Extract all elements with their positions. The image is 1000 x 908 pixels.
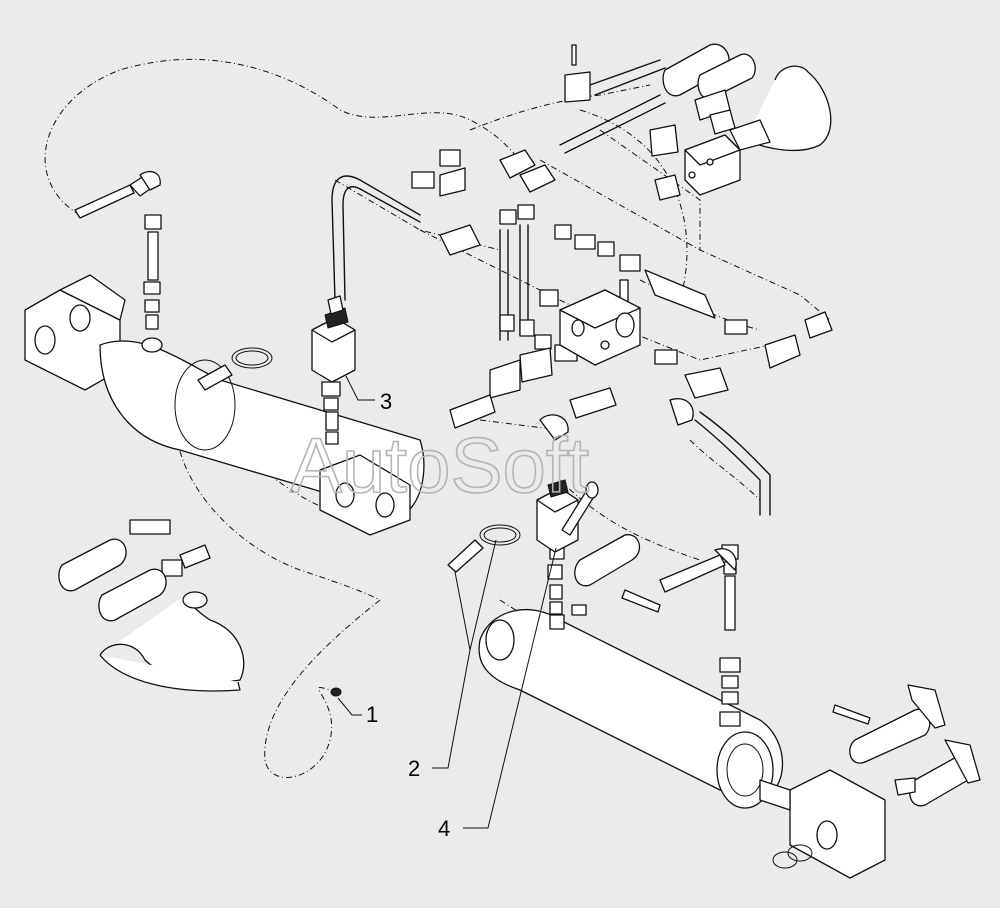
pins-bushings [574,534,981,869]
callout-1: 1 [366,702,378,727]
valve-blocks [559,134,741,366]
left-cylinder [24,274,425,536]
hydraulic-hoses [331,59,771,516]
sensor-plugs [197,347,521,697]
fittings [74,44,833,727]
sensor-3 [311,295,356,383]
right-cylinder [478,608,886,879]
dust-caps [99,65,832,692]
sensor-4 [536,479,599,553]
callout-3: 3 [380,389,392,414]
callout-4: 4 [438,816,450,841]
callout-leaders [337,375,557,829]
watermark: AutoSoft [290,421,590,509]
quick-couplers [58,43,756,622]
callout-2: 2 [408,756,420,781]
